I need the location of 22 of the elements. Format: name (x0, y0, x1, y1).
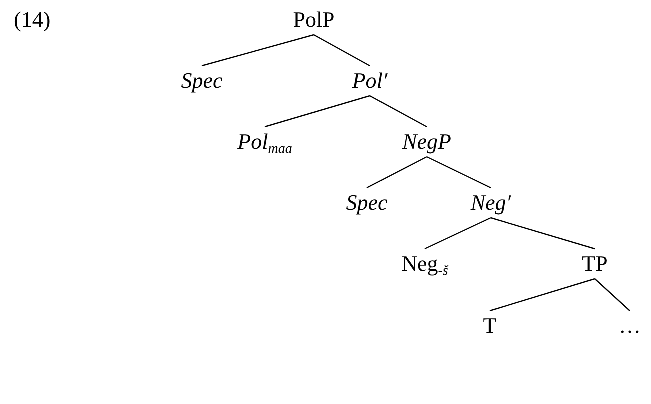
tree-node-label: NegP (402, 128, 452, 156)
tree-branch (490, 217, 596, 250)
tree-branch (202, 34, 314, 67)
tree-branch (424, 217, 492, 250)
tree-node-label: … (619, 312, 641, 340)
tree-node-label: T (483, 312, 497, 340)
tree-node-label: Neg′ (470, 189, 512, 217)
tree-branch (264, 95, 370, 128)
tree-node-label: Pol′ (352, 67, 388, 95)
tree-branch (370, 95, 428, 128)
tree-branch (490, 278, 596, 312)
tree-node-label: TP (582, 250, 608, 278)
tree-branch (366, 156, 428, 189)
tree-node-label: Neg$_{-š}$ (402, 250, 448, 278)
example-number: (14) (14, 6, 51, 34)
tree-node-label: Spec (181, 67, 223, 95)
tree-branch (594, 278, 630, 312)
tree-branch (426, 156, 492, 189)
tree-node-label: Pol$_{maa}$ (238, 128, 292, 156)
tree-node-label: PolP (293, 6, 335, 34)
tree-node-label: Spec (346, 189, 388, 217)
tree-branch (314, 34, 370, 67)
